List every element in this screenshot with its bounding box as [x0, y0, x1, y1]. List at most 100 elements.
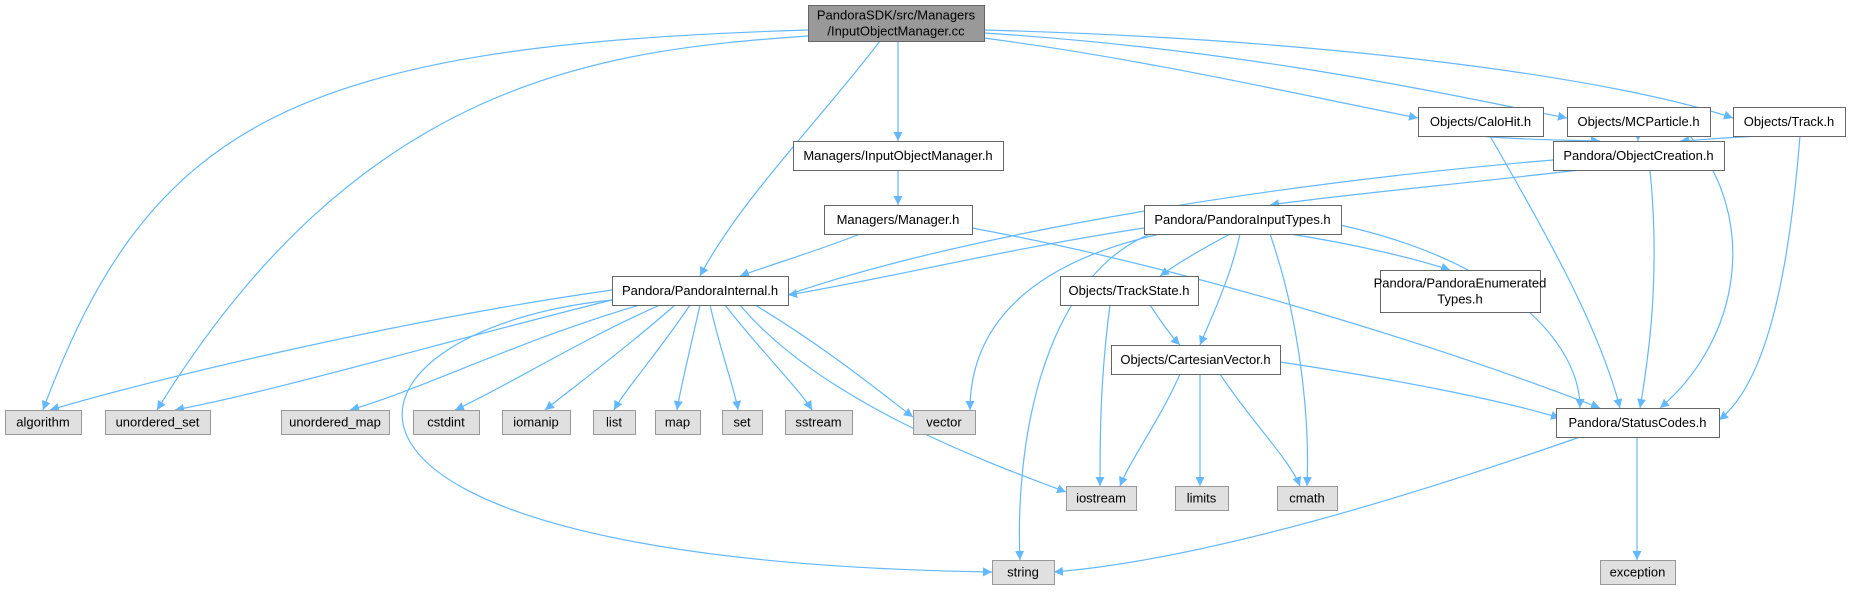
- edge-pandora-internal-h-to-algorithm: [49, 289, 613, 412]
- node-iostream: iostream: [1066, 486, 1137, 511]
- edge-root-to-pandora-internal-h: [699, 40, 881, 277]
- node-label: iostream: [1076, 491, 1126, 506]
- node-box: [992, 560, 1055, 585]
- edge-pandora-input-types-h-to-string: [1015, 233, 1151, 561]
- edge-mcparticle-h-to-status-codes-h: [1659, 135, 1734, 409]
- node-label: algorithm: [16, 415, 69, 430]
- node-label: PandoraSDK/src/Managers: [817, 8, 976, 23]
- edge-cartesian-vector-h-to-cmath: [1219, 373, 1301, 487]
- node-label: set: [733, 415, 751, 430]
- node-label: Pandora/PandoraEnumerated: [1374, 276, 1547, 291]
- node-box: [593, 410, 636, 435]
- edge-pandora-input-types-h-to-pandora-enumerated-types-h: [1289, 233, 1451, 272]
- node-box: [1600, 560, 1676, 585]
- node-label: Pandora/ObjectCreation.h: [1563, 148, 1713, 163]
- node-box: [808, 5, 985, 42]
- node-track-state-h[interactable]: Objects/TrackState.h: [1060, 276, 1199, 306]
- node-box: [785, 410, 853, 435]
- node-label: Types.h: [1437, 292, 1483, 307]
- node-label: /InputObjectManager.cc: [827, 24, 965, 39]
- edge-pandora-internal-h-to-iomanip: [544, 304, 676, 411]
- edge-pandora-internal-h-to-unordered-set: [174, 297, 621, 413]
- node-set: set: [722, 410, 763, 435]
- node-label: unordered_set: [116, 415, 200, 430]
- node-manager-h[interactable]: Managers/Manager.h: [824, 205, 973, 235]
- node-calohit-h[interactable]: Objects/CaloHit.h: [1418, 107, 1544, 137]
- edge-calohit-h-to-status-codes-h: [1489, 135, 1623, 409]
- node-exception: exception: [1600, 560, 1676, 585]
- node-track-h[interactable]: Objects/Track.h: [1733, 107, 1846, 137]
- edge-object-creation-h-to-pandora-internal-h: [759, 159, 1554, 306]
- node-label: Pandora/PandoraInternal.h: [622, 283, 778, 298]
- edge-root-to-algorithm: [41, 29, 809, 411]
- edge-track-state-h-to-cartesian-vector-h: [1149, 304, 1181, 346]
- node-label: Managers/InputObjectManager.h: [803, 148, 992, 163]
- node-cmath: cmath: [1277, 486, 1338, 511]
- node-status-codes-h[interactable]: Pandora/StatusCodes.h: [1556, 408, 1720, 438]
- node-pandora-internal-h[interactable]: Pandora/PandoraInternal.h: [612, 276, 789, 306]
- edge-pandora-internal-h-to-cstdint: [454, 304, 661, 411]
- node-label: cstdint: [427, 415, 465, 430]
- node-object-creation-h[interactable]: Pandora/ObjectCreation.h: [1553, 141, 1725, 171]
- edge-pandora-internal-h-to-iostream: [739, 304, 1067, 494]
- node-label: sstream: [795, 415, 841, 430]
- edge-pandora-internal-h-to-set: [709, 304, 742, 411]
- nodes-layer: PandoraSDK/src/Managers/InputObjectManag…: [5, 5, 1846, 585]
- node-label: unordered_map: [289, 415, 381, 430]
- node-unordered-map: unordered_map: [281, 410, 390, 435]
- edge-calohit-h-to-object-creation-h: [1479, 135, 1601, 146]
- node-sstream: sstream: [785, 410, 853, 435]
- node-label: iomanip: [513, 415, 559, 430]
- edge-pandora-internal-h-to-map: [673, 304, 701, 411]
- node-input-object-manager-h[interactable]: Managers/InputObjectManager.h: [793, 141, 1004, 171]
- edge-object-creation-h-to-status-codes-h: [1637, 169, 1655, 409]
- node-box: [5, 410, 82, 435]
- node-box: [105, 410, 211, 435]
- node-box: [1144, 205, 1342, 235]
- node-box: [722, 410, 763, 435]
- node-unordered-set: unordered_set: [105, 410, 211, 435]
- node-label: Objects/CartesianVector.h: [1120, 352, 1270, 367]
- node-box: [1418, 107, 1544, 137]
- edge-track-state-h-to-iostream: [1095, 304, 1111, 487]
- node-box: [913, 410, 976, 435]
- edge-track-h-to-status-codes-h: [1718, 135, 1801, 421]
- node-string: string: [992, 560, 1055, 585]
- node-list: list: [593, 410, 636, 435]
- node-cartesian-vector-h[interactable]: Objects/CartesianVector.h: [1111, 345, 1281, 375]
- node-box: [1567, 107, 1711, 137]
- edge-cartesian-vector-h-to-iostream: [1119, 373, 1181, 487]
- node-map: map: [655, 410, 701, 435]
- edge-manager-h-to-pandora-internal-h: [739, 233, 861, 278]
- edge-pandora-input-types-h-to-cartesian-vector-h: [1199, 233, 1241, 346]
- node-box: [281, 410, 390, 435]
- edges-layer: [41, 29, 1801, 577]
- node-box: [824, 205, 973, 235]
- node-box: [612, 276, 789, 306]
- node-box: [1175, 486, 1229, 511]
- node-box: [1380, 270, 1541, 313]
- node-root[interactable]: PandoraSDK/src/Managers/InputObjectManag…: [808, 5, 985, 42]
- node-label: string: [1007, 565, 1039, 580]
- node-box: [1277, 486, 1338, 511]
- node-box: [1060, 276, 1199, 306]
- node-label: limits: [1187, 491, 1217, 506]
- node-iomanip: iomanip: [502, 410, 571, 435]
- node-limits: limits: [1175, 486, 1229, 511]
- node-box: [1553, 141, 1725, 171]
- node-label: vector: [926, 415, 962, 430]
- edge-root-to-calohit-h: [983, 37, 1419, 121]
- edge-object-creation-h-to-pandora-input-types-h: [1269, 169, 1581, 209]
- node-label: list: [606, 415, 622, 430]
- node-mcparticle-h[interactable]: Objects/MCParticle.h: [1567, 107, 1711, 137]
- node-pandora-input-types-h[interactable]: Pandora/PandoraInputTypes.h: [1144, 205, 1342, 235]
- edge-pandora-input-types-h-to-cmath: [1269, 233, 1312, 487]
- edge-pandora-input-types-h-to-vector: [965, 233, 1161, 411]
- node-label: Managers/Manager.h: [837, 212, 960, 227]
- node-label: Pandora/PandoraInputTypes.h: [1154, 212, 1330, 227]
- node-box: [1556, 408, 1720, 438]
- edge-pandora-internal-h-to-unordered-map: [349, 304, 641, 412]
